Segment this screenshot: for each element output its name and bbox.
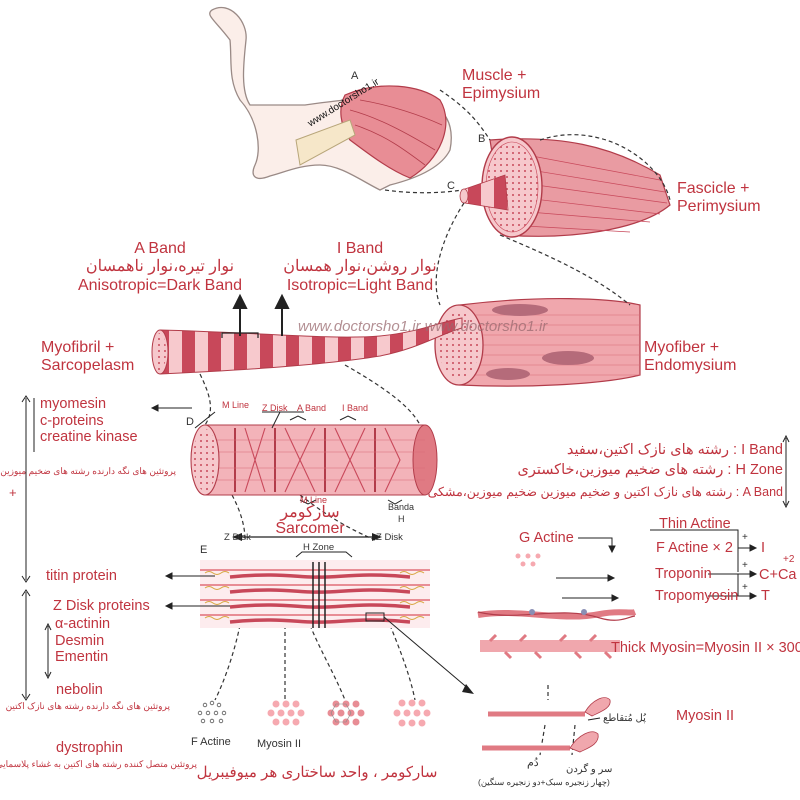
- dashed-connectors: [199, 89, 671, 756]
- right-band-h: H Zone : رشته های ضخیم میوزین،خاکستری: [517, 462, 784, 478]
- ca-superscript: +2: [783, 554, 795, 565]
- sarcomer-en-label: Sarcomer: [275, 520, 345, 537]
- tail-label: دُم: [527, 757, 539, 769]
- plus-i: +: [742, 532, 748, 543]
- myosin-ii-label: Myosin II: [676, 708, 735, 724]
- panel-letter-c: C: [447, 180, 455, 192]
- protein-ementin: Ementin: [55, 649, 109, 666]
- z-disk-proteins-label: Z Disk proteins: [53, 598, 150, 614]
- protein-creatine-kinase: creatine kinase: [40, 429, 138, 446]
- z-disk-protein-list: α-actinin Desmin Ementin: [55, 616, 110, 666]
- myofibril-closeup: [190, 415, 438, 505]
- plus-c: +: [742, 560, 748, 571]
- banda-label: Banda: [388, 502, 415, 512]
- letter-c-ca: C+Ca: [759, 567, 797, 583]
- plus-t: +: [742, 582, 748, 593]
- cross-bridge-label: پُل مُتقاطع: [603, 713, 646, 724]
- f-actine-cross-label: F Actine: [191, 736, 231, 748]
- protein-alpha-actinin: α-actinin: [55, 616, 111, 632]
- sarcomere-illustration: [200, 533, 474, 694]
- myofiber-illustration: [434, 297, 641, 387]
- center-watermark: www.doctorsho1.ir www.doctorsho1.ir: [298, 318, 548, 335]
- panel-letter-a: A: [351, 70, 359, 82]
- band-pointer-arrows: [221, 293, 290, 338]
- right-band-a: A Band : رشته های نازک اکتین و ضخیم میوز…: [427, 485, 783, 499]
- a-band-label: A Band نوار تیره،نوار ناهمسان Anisotropi…: [77, 240, 243, 294]
- panel-letter-e: E: [200, 544, 208, 556]
- letter-t: T: [761, 588, 770, 604]
- fascicle-label: Fascicle + Perimysium: [677, 180, 761, 216]
- tropomyosin-label: Tropomyosin: [655, 588, 739, 604]
- thick-myosin-label: Thick Myosin=Myosin II × 300: [611, 640, 800, 656]
- thick-filament: [480, 633, 620, 660]
- actin-flow-arrows: [556, 529, 758, 602]
- myofiber-label: Myofiber + Endomysium: [644, 339, 737, 375]
- h-zone-label: H Zone: [303, 542, 335, 553]
- cross-sections: [197, 699, 431, 727]
- right-band-i: I Band : رشته های نازک اکتین،سفید: [566, 442, 783, 458]
- arm-illustration: [209, 7, 452, 191]
- myosin-ii-cross-label: Myosin II: [257, 738, 302, 750]
- dystrophin-note: پروتئین متصل کننده رشته های اکتین به غشا…: [0, 759, 197, 769]
- plus-sign: +: [9, 485, 17, 500]
- myofibril-label: Myofibril + Sarcopelasm: [41, 339, 135, 375]
- m-line-label: M Line: [222, 400, 250, 410]
- left-brackets: [21, 395, 790, 701]
- fascicle-illustration: [459, 136, 671, 238]
- protein-desmin: Desmin: [55, 632, 105, 649]
- myofibril-illustration: [151, 317, 463, 375]
- g-actine-label: G Actine: [519, 530, 574, 546]
- troponin-label: Troponin: [655, 566, 712, 582]
- protein-c-proteins: c-proteins: [40, 412, 104, 429]
- i-band-small-label: I Band: [342, 403, 369, 413]
- protein-myomesin: myomesin: [40, 396, 107, 412]
- h-label: H: [398, 514, 405, 524]
- panel-letter-b: B: [478, 133, 486, 145]
- panel-letter-d: D: [186, 416, 194, 428]
- f-actine-label: F Actine × 2: [656, 540, 733, 556]
- letter-i: I: [761, 540, 766, 556]
- titin-label: titin protein: [46, 568, 117, 584]
- sarcomer-fa-label: سارکومر: [280, 504, 340, 521]
- group1-note: پروتئین های نگه دارنده رشته های ضخیم میو…: [0, 466, 176, 476]
- sarcomere-z-disk-left: Z Disk: [224, 532, 251, 543]
- closeup-pointers: [194, 411, 281, 429]
- a-band-small-label: A Band: [297, 403, 327, 413]
- m-line-bottom-label: M Line: [300, 495, 328, 505]
- dystrophin-label: dystrophin: [56, 740, 123, 756]
- g-actin-dots: [515, 553, 541, 567]
- head-neck-label: سر و گردن: [566, 764, 613, 775]
- muscle-label: Muscle + Epimysium: [462, 67, 541, 103]
- myosin-ii-molecules: [482, 697, 611, 753]
- z-disk-label: Z Disk: [262, 403, 288, 413]
- thin-filament: [477, 609, 637, 621]
- left-protein-group1: myomesin c-proteins creatine kinase: [40, 396, 138, 446]
- nebolin-note: پروتئین های نگه دارنده رشته های نازک اکت…: [5, 701, 170, 711]
- sarcomere-z-disk-right: Z Disk: [376, 532, 403, 543]
- i-band-label: I Band نوار روشن،نوار همسان Isotropic=Li…: [283, 240, 437, 294]
- nebolin-label: nebolin: [56, 682, 103, 698]
- bottom-title: سارکومر ، واحد ساختاری هر میوفیبریل: [196, 764, 438, 781]
- tail-note: (چهار زنجیره سبک+دو زنجیره سنگین): [478, 777, 610, 787]
- thin-actine-label: Thin Actine: [659, 516, 731, 532]
